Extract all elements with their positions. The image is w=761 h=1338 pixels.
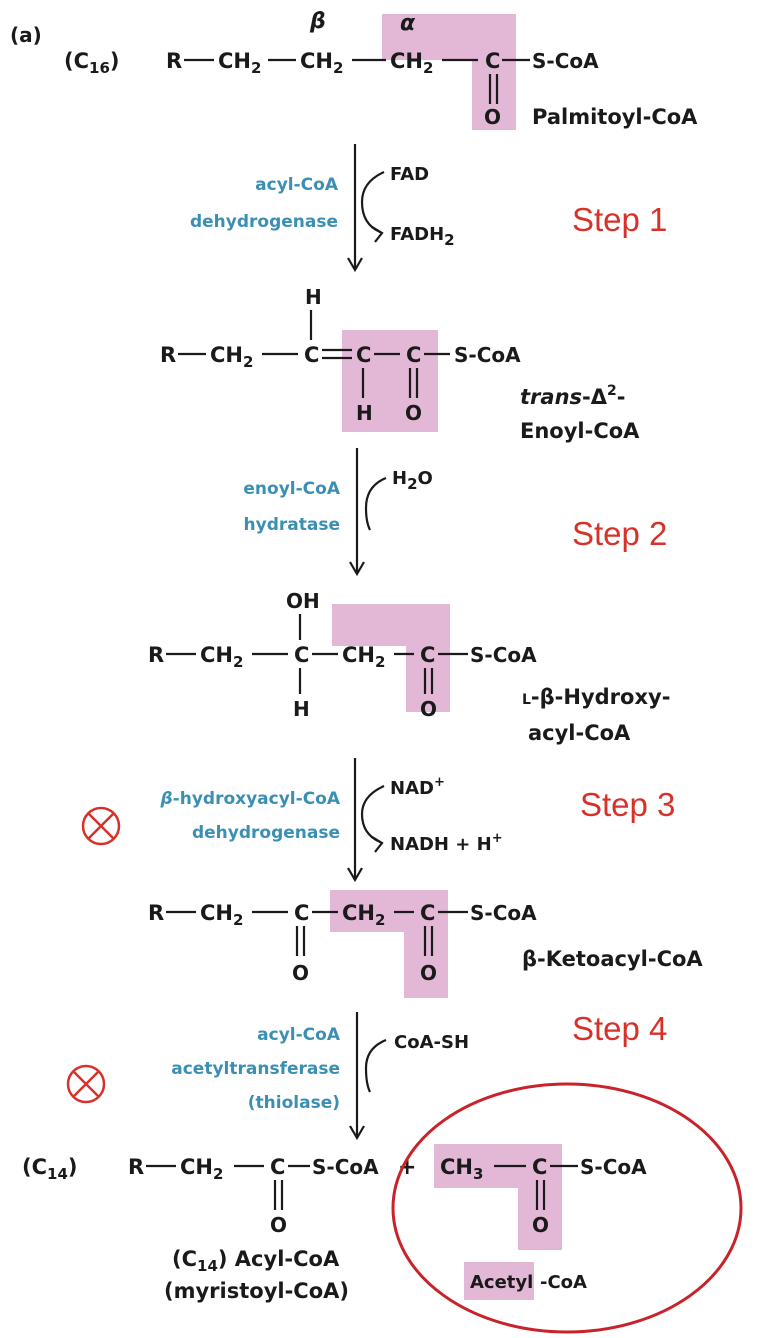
panel-label: (a) [10, 23, 42, 47]
highlight-acetyl-word [464, 1262, 534, 1300]
highlight-carbonyl-column [472, 56, 516, 130]
cofactor-nad: NAD+ [390, 775, 445, 799]
name-acetyl-word: Acetyl [470, 1272, 533, 1293]
highlight-alpha-carbonyl [332, 604, 450, 646]
highlight-alpha-carbonyl [330, 890, 448, 932]
highlight-alpha-carbonyl [382, 14, 516, 60]
name-trans-enoyl-line2: Enoyl-CoA [520, 419, 640, 443]
enzyme-thiolase-1: acyl-CoA [257, 1025, 341, 1045]
name-acyl-coa-line1: (C14) Acyl-CoA [172, 1247, 340, 1275]
enzyme-thiolase-2: acetyltransferase [171, 1059, 340, 1079]
carbon-beta: C [294, 643, 309, 667]
cofactor-coa-sh: CoA-SH [394, 1032, 469, 1053]
molecule-myristoyl-coa: (C14) R CH2 C S-CoA O (C14) Acyl-CoA (my… [22, 1155, 379, 1303]
ch2-alpha: CH2 [342, 901, 385, 929]
name-ketoacyl-coa: β-Ketoacyl-CoA [522, 947, 703, 971]
molecule-palmitoyl-coa: β α (C16) R CH2 CH2 CH2 C S-CoA O Palmit… [64, 9, 698, 130]
carbonyl-oxygen: O [484, 105, 501, 129]
molecule-trans-enoyl-coa: H R CH2 C C C S-CoA H O trans-Δ2- Enoyl-… [160, 285, 640, 443]
r-group: R [148, 901, 164, 925]
name-acyl-coa-line2: (myristoyl-CoA) [164, 1279, 349, 1303]
step-2-label: Step 2 [572, 515, 667, 552]
carbonyl-carbon: C [406, 343, 421, 367]
acetyl-carbonyl-carbon: C [532, 1155, 547, 1179]
name-acetyl-rest: -CoA [540, 1272, 587, 1293]
r-group: R [148, 643, 164, 667]
enzyme-enoyl-coa-hydratase-1: enoyl-CoA [243, 479, 340, 499]
ch2-alpha: CH2 [342, 643, 385, 671]
ch2-group: CH2 [210, 343, 253, 371]
step-1-label: Step 1 [572, 201, 667, 238]
ch2-alpha: CH2 [390, 49, 433, 77]
ch2-group: CH2 [200, 643, 243, 671]
carbon-alpha: C [356, 343, 371, 367]
carbonyl-carbon: C [270, 1155, 285, 1179]
product-nadh: NADH + H+ [390, 831, 503, 855]
plus-sign: + [398, 1155, 416, 1180]
acetyl-carbonyl-oxygen: O [532, 1213, 549, 1237]
highlight-acetyl-carbonyl [518, 1184, 562, 1250]
enzyme-thiolase-3: (thiolase) [248, 1093, 340, 1113]
c14-prefix: (C14) [22, 1155, 78, 1183]
enzyme-acyl-coa-dehydrogenase-1: acyl-CoA [255, 175, 339, 195]
s-coa: S-CoA [470, 643, 537, 667]
molecule-acetyl-coa: CH3 C S-CoA O Acetyl -CoA [391, 1082, 743, 1334]
beta-label: β [309, 9, 326, 34]
enzyme-hydroxyacyl-dehydrogenase-1: β-hydroxyacyl-CoA [159, 789, 340, 809]
cofactor-fadh2: FADH2 [390, 224, 455, 249]
reaction-step-1: acyl-CoA dehydrogenase FAD FADH2 Step 1 [190, 144, 667, 273]
hydrogen: H [293, 697, 310, 721]
ch2-group: CH2 [200, 901, 243, 929]
inhibition-icon-step-3 [81, 806, 121, 846]
enzyme-enoyl-coa-hydratase-2: hydratase [244, 515, 340, 535]
carbonyl-oxygen: O [405, 401, 422, 425]
h-top: H [305, 285, 322, 309]
r-group: R [160, 343, 176, 367]
molecule-hydroxyacyl-coa: OH R CH2 C CH2 C S-CoA H O L-β-Hydroxy- … [148, 589, 670, 745]
reaction-step-2: enoyl-CoA hydratase H2O Step 2 [243, 448, 667, 577]
name-hydroxyacyl-line2: acyl-CoA [528, 721, 631, 745]
carbonyl-carbon: C [420, 901, 435, 925]
s-coa: S-CoA [454, 343, 521, 367]
molecule-ketoacyl-coa: R CH2 C CH2 C S-CoA O O β-Ketoacyl-CoA [148, 890, 703, 998]
cofactor-fad: FAD [390, 164, 429, 185]
carbon-beta: C [304, 343, 319, 367]
ch2-group: CH2 [180, 1155, 223, 1183]
r-group: R [166, 49, 182, 73]
step-3-label: Step 3 [580, 786, 675, 823]
h-bottom: H [356, 401, 373, 425]
reaction-step-4: acyl-CoA acetyltransferase (thiolase) Co… [66, 1010, 667, 1141]
carbonyl-oxygen: O [420, 961, 437, 985]
acetyl-s-coa: S-CoA [580, 1155, 647, 1179]
carbonyl-carbon: C [420, 643, 435, 667]
enzyme-acyl-coa-dehydrogenase-2: dehydrogenase [190, 212, 338, 232]
name-trans-enoyl-line1: trans-Δ2- [520, 383, 625, 409]
s-coa: S-CoA [312, 1155, 379, 1179]
ch3-group: CH3 [440, 1155, 483, 1183]
keto-carbon: C [294, 901, 309, 925]
reagent-water: H2O [392, 468, 433, 493]
s-coa: S-CoA [470, 901, 537, 925]
c16-prefix: (C16) [64, 49, 120, 77]
ch2-beta: CH2 [300, 49, 343, 77]
name-palmitoyl-coa: Palmitoyl-CoA [532, 105, 698, 129]
carbonyl-oxygen: O [270, 1213, 287, 1237]
carbonyl-carbon: C [485, 49, 500, 73]
keto-oxygen: O [292, 961, 309, 985]
r-group: R [128, 1155, 144, 1179]
step-4-label: Step 4 [572, 1010, 667, 1047]
enzyme-hydroxyacyl-dehydrogenase-2: dehydrogenase [192, 823, 340, 843]
alpha-label: α [400, 11, 416, 36]
hydroxyl-oh: OH [286, 589, 320, 613]
ch2-group: CH2 [218, 49, 261, 77]
highlight-double-bond [342, 330, 438, 432]
s-coa: S-CoA [532, 49, 599, 73]
name-hydroxyacyl-line1: L-β-Hydroxy- [522, 685, 670, 709]
acetyl-coa-circle [391, 1082, 743, 1334]
inhibition-icon-step-4 [66, 1064, 106, 1104]
reaction-step-3: β-hydroxyacyl-CoA dehydrogenase NAD+ NAD… [81, 758, 675, 883]
carbonyl-oxygen: O [420, 697, 437, 721]
